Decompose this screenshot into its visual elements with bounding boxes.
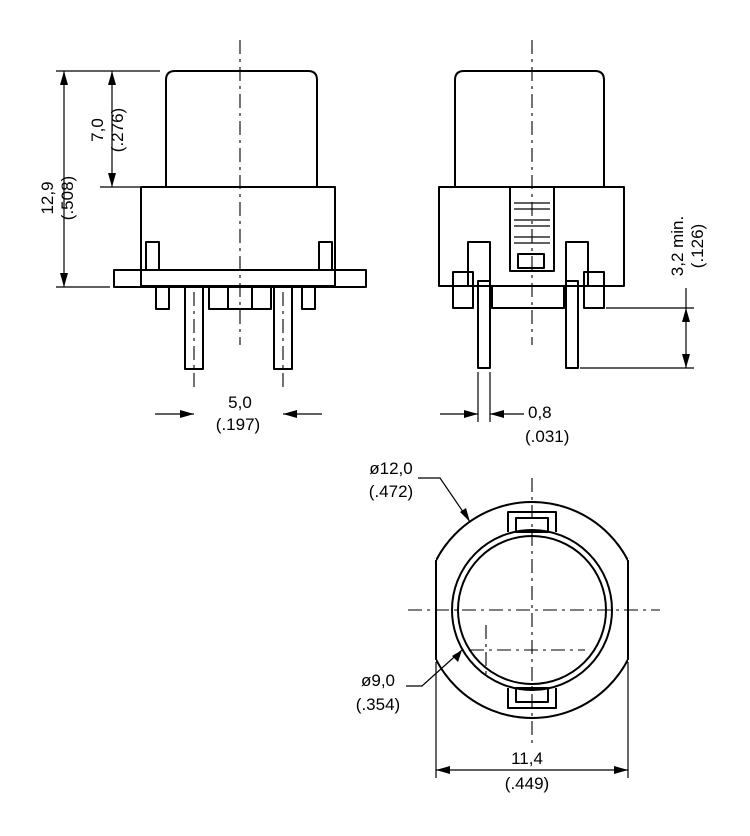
side-foot-left: [452, 271, 474, 309]
dim-inner-diameter: ø9,0 (.354): [356, 649, 463, 714]
pin-spacing-inch: (.197): [216, 415, 260, 434]
dim-pin-length: 3,2 min. (.126): [580, 216, 707, 369]
overall-height-inch: (.508): [58, 176, 77, 220]
dim-pin-width: 0,8 (.031): [440, 372, 569, 446]
front-standoff-right: [301, 286, 316, 310]
dim-overall-height: 12,9 (.508): [38, 70, 160, 288]
side-base: [491, 285, 565, 309]
dim-body-width: 11,4 (.449): [435, 662, 629, 793]
dim-outer-diameter: ø12,0 (.472): [369, 459, 471, 523]
pin-width-inch: (.031): [525, 427, 569, 446]
pin-spacing-mm: 5,0: [228, 393, 252, 412]
pin-width-mm: 0,8: [528, 403, 552, 422]
side-latch-left: [467, 241, 491, 287]
inner-diameter-inch: (.354): [356, 695, 400, 714]
front-cap: [165, 70, 318, 187]
inner-circle-outer: [451, 529, 613, 691]
body-width-inch: (.449): [505, 774, 549, 793]
overall-height-mm: 12,9: [38, 181, 57, 214]
dim-pin-spacing: 5,0 (.197): [155, 393, 322, 434]
front-standoff-mid-left: [208, 286, 229, 310]
cap-height-inch: (.276): [108, 108, 127, 152]
front-standoff-left: [155, 286, 170, 310]
outer-diameter-inch: (.472): [369, 482, 413, 501]
dim-cap-height: 7,0 (.276): [88, 71, 140, 188]
side-cap: [454, 70, 605, 187]
front-pin-left: [184, 286, 204, 370]
side-slot-tab: [517, 253, 545, 269]
front-latch-right: [318, 241, 333, 271]
side-pin-right: [565, 280, 579, 369]
side-view: [438, 40, 625, 369]
pin-length-mm: 3,2 min.: [668, 216, 687, 276]
outer-diameter-mm: ø12,0: [369, 459, 412, 478]
front-view: [113, 40, 367, 392]
bottom-view: [408, 478, 660, 745]
outer-circle: [436, 501, 628, 719]
front-body: [140, 186, 336, 287]
side-foot-right: [583, 271, 605, 309]
cap-height-mm: 7,0: [88, 118, 107, 142]
inner-diameter-mm: ø9,0: [361, 671, 395, 690]
front-pin-right: [273, 286, 293, 370]
side-pin-left: [477, 280, 491, 369]
front-standoff-mid-right: [251, 286, 272, 310]
front-latch-left: [145, 241, 160, 271]
pin-length-inch: (.126): [688, 224, 707, 268]
body-width-mm: 11,4: [511, 749, 543, 768]
